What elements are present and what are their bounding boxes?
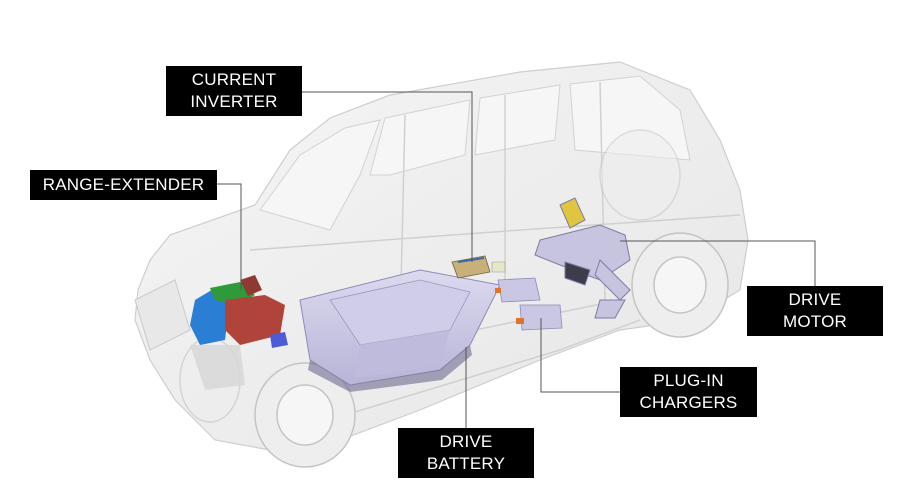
drive-battery-component [299,269,501,392]
label-drive-motor: DRIVE MOTOR [747,286,883,336]
label-drive-motor-line2: MOTOR [783,312,847,331]
leader-lines [217,91,816,428]
label-plug-in-chargers-line1: PLUG-IN [653,371,724,390]
vehicle-body [134,61,749,451]
label-plug-in-chargers-line2: CHARGERS [639,393,738,412]
current-inverter-component [451,255,491,279]
plug-in-chargers-component [491,261,563,331]
label-drive-motor-line1: DRIVE [788,290,842,309]
label-current-inverter: CURRENT INVERTER [166,66,302,116]
leader-line-drive-motor [620,240,816,286]
leader-line-current-inverter [302,91,473,262]
label-current-inverter-line2: INVERTER [190,92,278,111]
range-extender-component [190,275,288,390]
label-range-extender: RANGE-EXTENDER [30,170,217,200]
front-end [134,279,191,351]
leader-line-range-extender [217,183,242,290]
label-range-extender-line1: RANGE-EXTENDER [42,175,205,194]
label-plug-in-chargers: PLUG-IN CHARGERS [620,367,757,417]
leader-line-plug-in-chargers [540,318,620,393]
label-drive-battery: DRIVE BATTERY [398,428,534,478]
label-drive-battery-line2: BATTERY [426,454,506,473]
label-current-inverter-line1: CURRENT [191,70,277,89]
label-drive-battery-line1: DRIVE [439,432,493,451]
drive-motor-component [534,197,631,319]
